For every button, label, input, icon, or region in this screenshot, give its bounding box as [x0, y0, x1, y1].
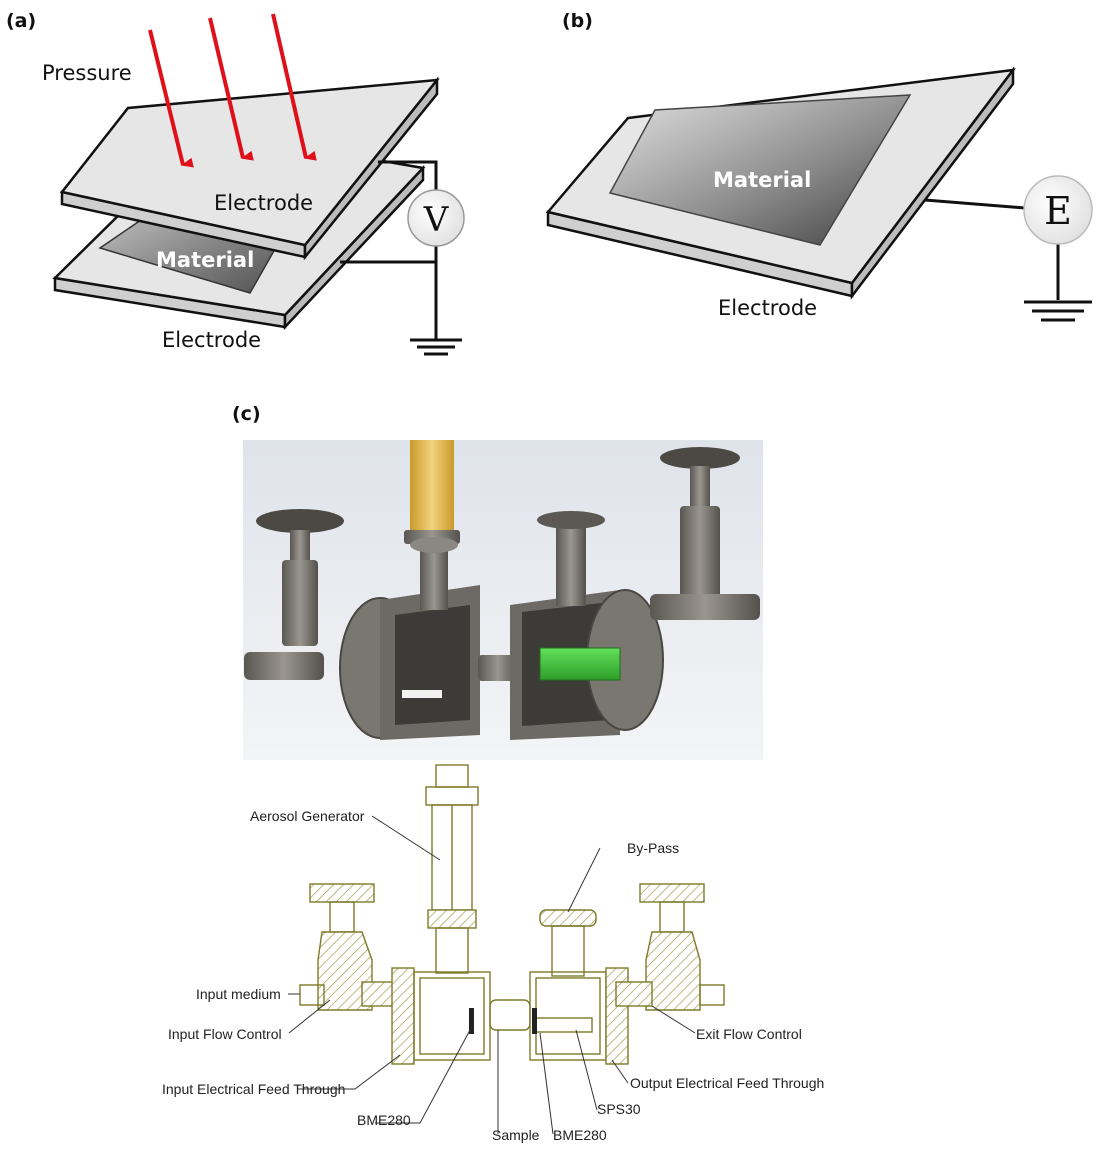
panel-c-label: (c): [232, 403, 261, 425]
callout-leaders: [288, 815, 696, 1135]
top-electrode-label: Electrode: [214, 191, 313, 215]
sps30-sensor: [539, 647, 621, 681]
right-chamber: [510, 511, 664, 740]
pressure-label: Pressure: [42, 61, 132, 85]
material-label: Material: [713, 168, 811, 192]
electrometer-label: E: [1044, 189, 1072, 233]
technical-drawing: Aerosol Generator By-Pass Input medium I…: [162, 764, 824, 1143]
pressure-arrow: [208, 17, 254, 161]
input-feed-through-label: Input Electrical Feed Through: [162, 1081, 345, 1097]
exit-flow-control-label: Exit Flow Control: [696, 1026, 802, 1042]
left-valve: [244, 509, 344, 680]
pressure-arrow: [271, 13, 317, 161]
connector-drawing: [489, 999, 531, 1031]
left-chamber-drawing: [391, 967, 491, 1065]
top-electrode-plate: [59, 76, 440, 261]
right-valve-drawing: [615, 883, 725, 1011]
by-pass-drawing: [539, 909, 597, 977]
panel-c: (c): [162, 403, 824, 1143]
aerosol-generator-drawing: [425, 764, 479, 974]
by-pass-label: By-Pass: [627, 840, 679, 856]
sample-label: Sample: [492, 1127, 540, 1143]
right-chamber-drawing: [529, 967, 629, 1065]
aerosol-tube: [410, 440, 454, 532]
pressure-arrows: [148, 13, 317, 168]
electrometer: [1023, 175, 1093, 245]
pressure-arrow: [148, 29, 194, 168]
panel-a-label: (a): [6, 10, 36, 32]
material-label: Material: [156, 248, 254, 272]
bme280-left-label: BME280: [357, 1112, 411, 1128]
ground-symbol: [410, 338, 462, 356]
bme280-right-label: BME280: [553, 1127, 607, 1143]
voltmeter: [407, 189, 465, 247]
input-flow-control-label: Input Flow Control: [168, 1026, 282, 1042]
left-valve-drawing: [299, 883, 399, 1011]
left-chamber: [339, 537, 480, 740]
center-connector: [478, 655, 518, 681]
circuit-wires: [924, 198, 1060, 300]
panel-b-label: (b): [562, 10, 593, 32]
aerosol-generator-label: Aerosol Generator: [250, 808, 365, 824]
electrode-label: Electrode: [718, 296, 817, 320]
bottom-electrode-label: Electrode: [162, 328, 261, 352]
material-slab: [608, 94, 912, 246]
ground-symbol: [1024, 300, 1092, 322]
cad-render: [243, 440, 763, 760]
panel-b: (b) Material Electrode E: [545, 10, 1093, 322]
panel-a: (a) Pressure Electrode Material Electrod…: [6, 10, 465, 356]
input-medium-label: Input medium: [196, 986, 281, 1002]
right-valve: [650, 447, 760, 620]
output-feed-through-label: Output Electrical Feed Through: [630, 1075, 824, 1091]
voltmeter-label: V: [423, 200, 450, 240]
sps30-label: SPS30: [597, 1101, 641, 1117]
